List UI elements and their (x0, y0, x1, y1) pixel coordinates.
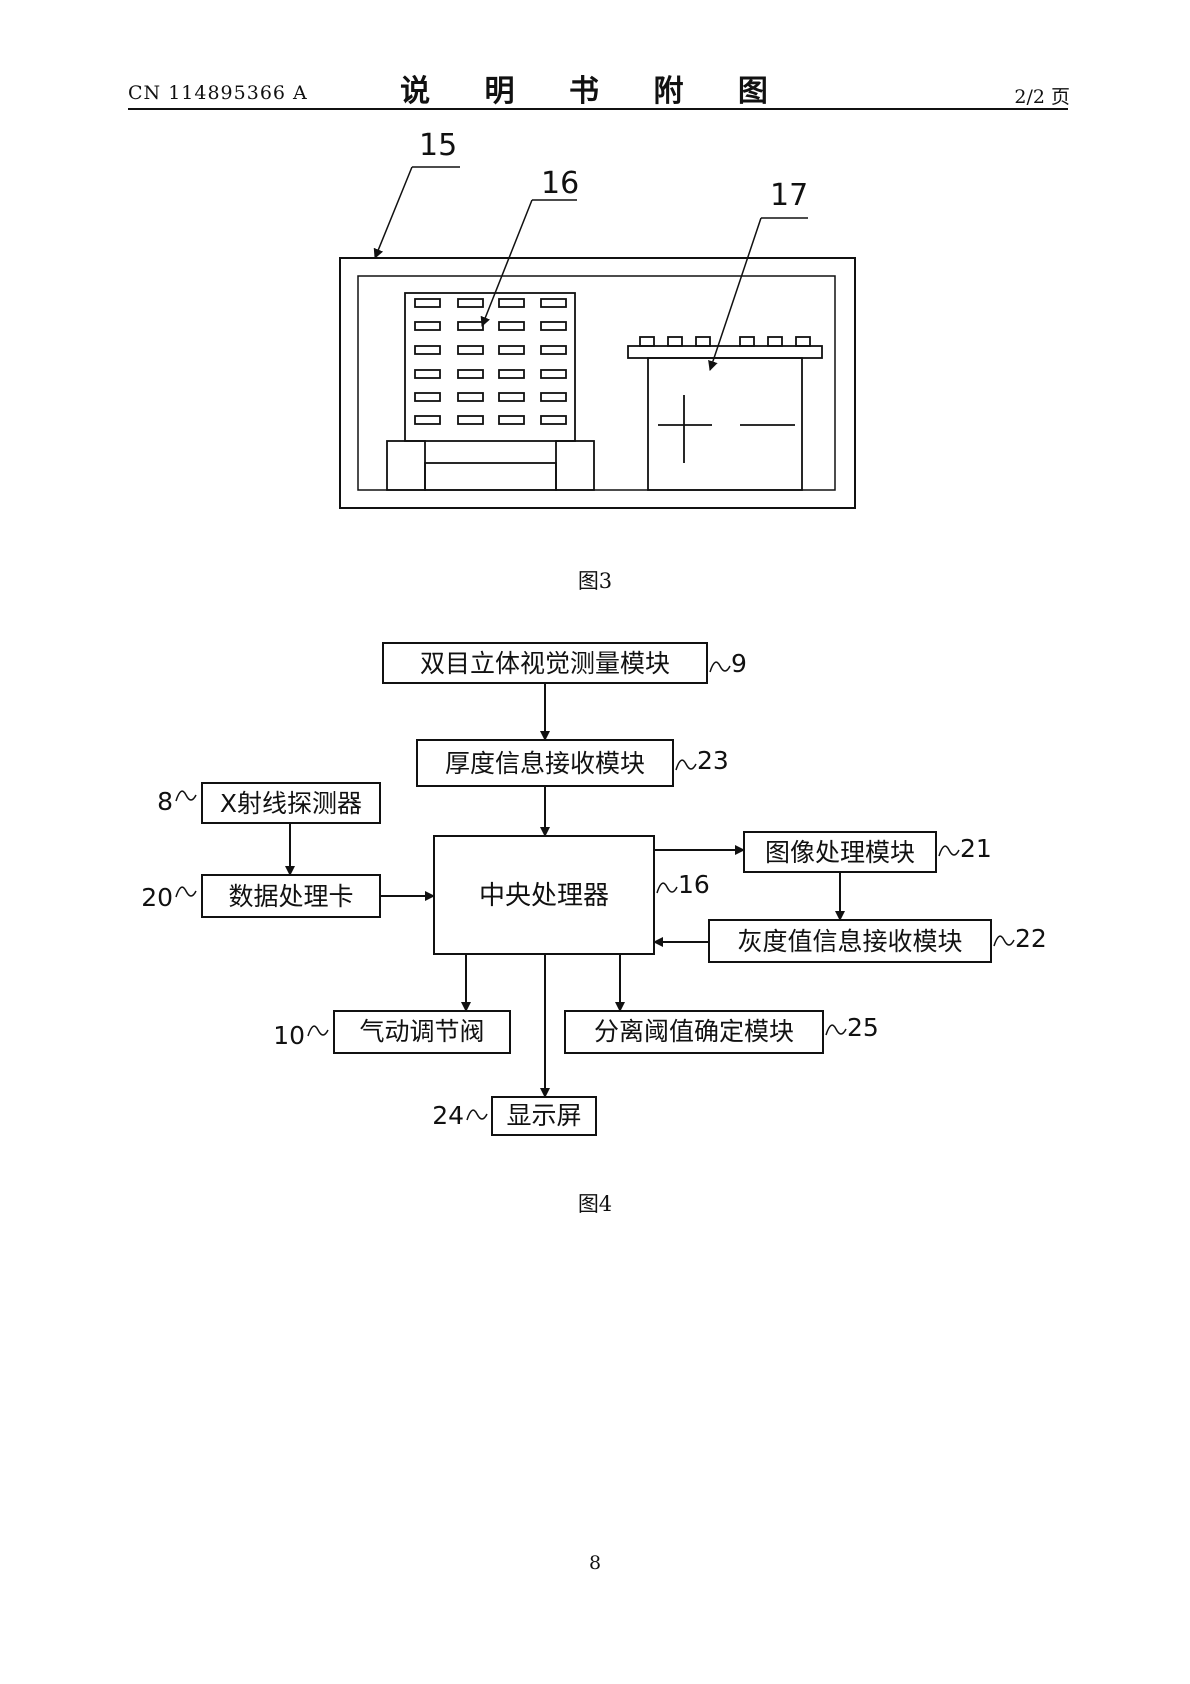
figure-3-caption: 图3 (577, 569, 613, 593)
block-gray-label: 灰度值信息接收模块 (737, 927, 962, 956)
leader-15 (373, 166, 413, 259)
ref-23: 23 (697, 746, 729, 775)
ref-16-cpu: 16 (678, 870, 710, 899)
ref-8: 8 (157, 787, 173, 816)
page-title: 说 明 书 附 图 (400, 74, 790, 109)
block-thickness-label: 厚度信息接收模块 (445, 749, 645, 778)
ref-10: 10 (273, 1021, 305, 1050)
figure-4-caption: 图4 (577, 1192, 613, 1216)
ref-15: 15 (419, 128, 457, 163)
leader-16 (480, 199, 533, 327)
valve-box (333, 1010, 511, 1054)
block-xray-label: X射线探测器 (220, 789, 362, 818)
outer-housing (339, 257, 856, 509)
detector-block (386, 292, 595, 491)
ref-22: 22 (1015, 924, 1047, 953)
ref-16: 16 (541, 166, 579, 201)
leader-17 (708, 217, 762, 371)
figure-3 (339, 166, 856, 509)
figure-4 (175, 642, 1015, 1136)
block-binocular-label: 双目立体视觉测量模块 (420, 649, 670, 678)
block-threshold-label: 分离阈值确定模块 (594, 1017, 794, 1046)
block-valve-label: 气动调节阀 (359, 1017, 484, 1046)
page-number: 8 (588, 1552, 602, 1574)
block-imageproc-label: 图像处理模块 (765, 838, 915, 867)
ref-21: 21 (960, 834, 992, 863)
page-info: 2/2 页 (1014, 86, 1070, 108)
inner-housing (357, 275, 836, 491)
header-rule (128, 108, 1068, 110)
ref-17: 17 (770, 178, 808, 213)
ref-25: 25 (847, 1013, 879, 1042)
battery-block (627, 336, 823, 491)
block-datacard-label: 数据处理卡 (228, 882, 353, 911)
publication-number: CN 114895366 A (128, 82, 308, 104)
ref-24: 24 (432, 1101, 464, 1130)
block-display-label: 显示屏 (506, 1101, 581, 1130)
page-header: CN 114895366 A 说 明 书 附 图 2/2 页 (0, 0, 1190, 120)
ref-9: 9 (731, 649, 747, 678)
ref-20: 20 (141, 883, 173, 912)
threshold-box (564, 1010, 824, 1054)
block-cpu-label: 中央处理器 (479, 881, 609, 911)
